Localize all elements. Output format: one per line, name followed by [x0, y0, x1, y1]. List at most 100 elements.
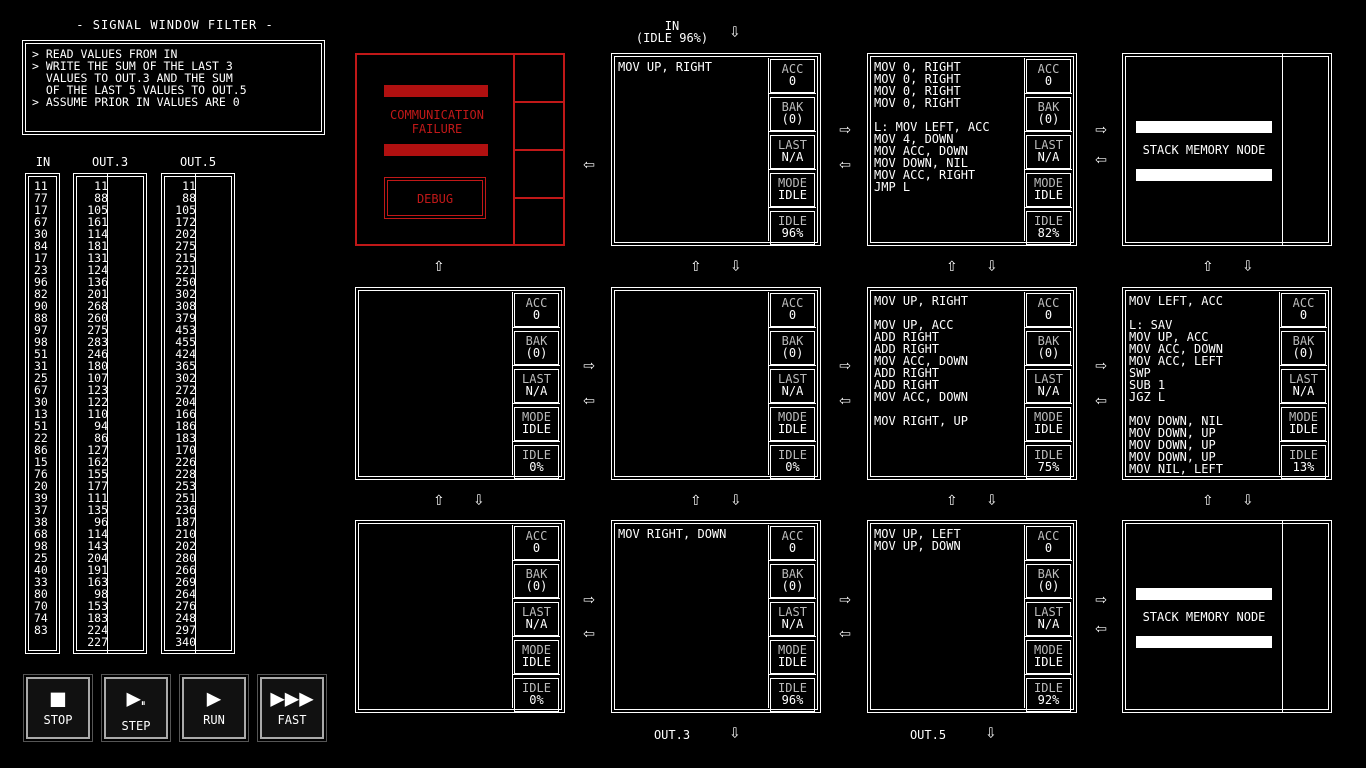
list-item: 215: [175, 251, 196, 265]
register-label: IDLE: [522, 681, 551, 695]
register-label: LAST: [1034, 372, 1063, 386]
node-code-editor[interactable]: [361, 293, 512, 475]
list-item: 177: [87, 479, 108, 493]
list-item: 248: [175, 611, 196, 625]
node-code-editor[interactable]: MOV UP, RIGHT MOV UP, ACC ADD RIGHT ADD …: [874, 294, 968, 428]
node-code-editor[interactable]: [361, 526, 512, 708]
register-label: IDLE: [1034, 214, 1063, 228]
arrow-right-icon: ⇨: [583, 588, 595, 610]
arrow-down-icon: ⇩: [1242, 488, 1254, 510]
node-code-editor[interactable]: MOV 0, RIGHT MOV 0, RIGHT MOV 0, RIGHT M…: [874, 60, 990, 194]
register-label: LAST: [522, 372, 551, 386]
register-label: MODE: [778, 643, 807, 657]
register-value: N/A: [1037, 150, 1060, 164]
arrow-down-icon: ⇩: [986, 488, 998, 510]
list-item: 11: [34, 179, 48, 193]
register-value: 92%: [1037, 693, 1060, 707]
list-item: 30: [34, 395, 48, 409]
list-item: 302: [175, 287, 196, 301]
error-bar: [384, 85, 488, 97]
register-label: LAST: [778, 138, 807, 152]
register-value: N/A: [781, 384, 804, 398]
register-value: 82%: [1037, 226, 1060, 240]
list-item: 201: [87, 287, 108, 301]
register-value: 0: [1044, 74, 1053, 88]
arrow-up-icon: ⇧: [433, 254, 445, 276]
list-item: 88: [34, 311, 48, 325]
node-code-editor[interactable]: MOV RIGHT, DOWN: [618, 527, 727, 541]
arrow-down-icon: ⇩: [473, 488, 485, 510]
arrow-down-icon: ⇩: [730, 488, 742, 510]
register-value: IDLE: [522, 422, 551, 436]
node-code-editor[interactable]: MOV UP, RIGHT: [618, 60, 712, 74]
register-label: ACC: [525, 529, 548, 543]
register-label: LAST: [1289, 372, 1318, 386]
list-item: 110: [87, 407, 108, 421]
list-item: 181: [87, 239, 108, 253]
register-value: (0): [781, 112, 804, 126]
broken-node: COMMUNICATION FAILURE DEBUG: [355, 53, 565, 246]
step-button[interactable]: ▶⏸ STEP: [101, 674, 171, 742]
list-item: 275: [175, 239, 196, 253]
list-item: 97: [34, 323, 48, 337]
register-value: (0): [525, 346, 548, 360]
list-item: 67: [34, 383, 48, 397]
node-code-editor[interactable]: [617, 293, 768, 475]
register-label: ACC: [781, 62, 804, 76]
arrow-left-icon: ⇦: [839, 153, 851, 175]
stack-memory-node: STACK MEMORY NODE: [1122, 53, 1332, 246]
list-item: 228: [175, 467, 196, 481]
list-item: 70: [34, 599, 48, 613]
compute-node: MOV 0, RIGHT MOV 0, RIGHT MOV 0, RIGHT M…: [867, 53, 1077, 246]
run-button[interactable]: ▶ RUN: [179, 674, 249, 742]
register-label: BAK: [1292, 334, 1315, 348]
list-item: 39: [34, 491, 48, 505]
arrow-up-icon: ⇧: [1202, 488, 1214, 510]
list-item: 90: [34, 299, 48, 313]
arrow-right-icon: ⇨: [1095, 354, 1107, 376]
list-item: 246: [87, 347, 108, 361]
list-item: 131: [87, 251, 108, 265]
list-item: 172: [175, 215, 196, 229]
play-icon: ▶: [206, 684, 222, 712]
description-line: OF THE LAST 5 VALUES TO OUT.5: [32, 83, 247, 97]
node-code-editor[interactable]: MOV UP, LEFT MOV UP, DOWN: [874, 527, 961, 553]
list-item: 143: [87, 539, 108, 553]
stop-button[interactable]: ■ STOP: [23, 674, 93, 742]
register-label: ACC: [525, 296, 548, 310]
arrow-down-icon: ⇩: [729, 721, 741, 743]
list-item: 13: [34, 407, 48, 421]
register-value: IDLE: [1034, 188, 1063, 202]
list-item: 166: [175, 407, 196, 421]
register-value: N/A: [781, 617, 804, 631]
fast-button[interactable]: ▶▶▶ FAST: [257, 674, 327, 742]
arrow-left-icon: ⇦: [583, 622, 595, 644]
arrow-right-icon: ⇨: [583, 354, 595, 376]
register-label: LAST: [1034, 138, 1063, 152]
list-item: 227: [87, 635, 108, 649]
list-item: 98: [94, 587, 108, 601]
node-code-editor[interactable]: MOV LEFT, ACC L: SAV MOV UP, ACC MOV ACC…: [1129, 294, 1223, 476]
debug-button[interactable]: DEBUG: [384, 177, 486, 219]
list-item: 88: [182, 191, 196, 205]
arrow-left-icon: ⇦: [839, 622, 851, 644]
list-item: 283: [87, 335, 108, 349]
register-label: LAST: [778, 372, 807, 386]
register-value: N/A: [1037, 617, 1060, 631]
